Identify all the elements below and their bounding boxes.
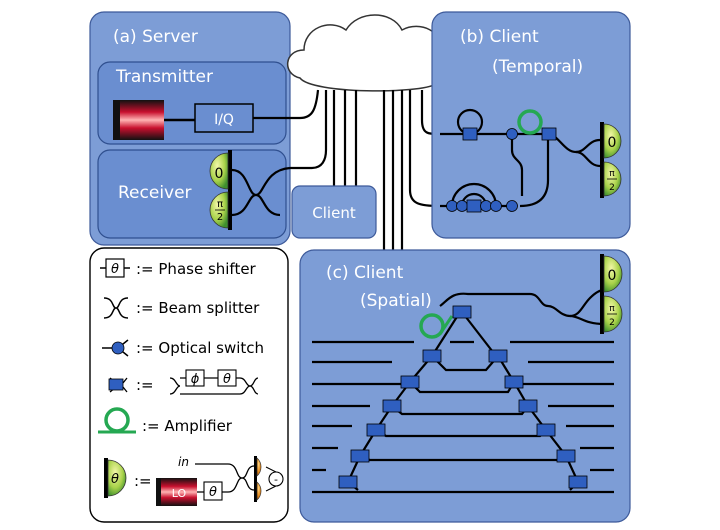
client-b-label: (b) Client — [460, 27, 539, 47]
client-b-detector-0: 0 — [603, 123, 622, 159]
client-c-mzi — [350, 449, 370, 463]
receiver-detector-0: 0 — [209, 152, 229, 190]
client-b-switch — [480, 200, 492, 212]
svg-text:2: 2 — [609, 183, 615, 193]
cloud-wires — [253, 89, 441, 250]
receiver-panel: Receiver 0 π 2 — [97, 149, 291, 239]
iq-label: I/Q — [214, 112, 234, 128]
svg-text:θ: θ — [111, 262, 119, 277]
client-c-mzi — [400, 375, 420, 389]
client-c-mzi — [422, 349, 442, 363]
client-c-sublabel: (Spatial) — [360, 291, 432, 311]
client-c-mzi — [568, 475, 588, 489]
client-c-mzi — [518, 399, 538, 413]
legend-item-phase-shifter: θ := Phase shifter — [100, 258, 257, 278]
svg-text::=: := — [136, 376, 154, 394]
legend-item-amplifier: := Amplifier — [98, 407, 233, 435]
client-b-switch — [456, 200, 468, 212]
legend-item-optical-switch: := Optical switch — [102, 339, 264, 357]
client-c-mzi-nodes — [338, 305, 588, 489]
legend-item-mzi: := ϕ θ — [108, 369, 259, 395]
client-b-mzi — [462, 127, 478, 141]
client-b-mzi — [541, 127, 557, 141]
svg-text:π: π — [217, 199, 223, 210]
client-b-switch — [506, 128, 518, 140]
client-c-mzi — [338, 475, 358, 489]
legend-label-beam-splitter: := Beam splitter — [136, 299, 260, 317]
client-b-switch — [490, 200, 502, 212]
client-c-mzi — [452, 305, 472, 319]
client-c-amplifier — [419, 313, 445, 339]
client-temporal-panel: (b) Client (Temporal) — [431, 11, 631, 239]
receiver-label: Receiver — [118, 183, 192, 203]
legend-item-homodyne: θ := in LO θ - — [104, 455, 284, 506]
client-c-mzi — [382, 399, 402, 413]
client-b-switch — [446, 200, 458, 212]
svg-text:θ: θ — [111, 472, 119, 487]
client-b-sublabel: (Temporal) — [492, 57, 583, 77]
legend-panel: θ := Phase shifter := Beam splitter := O… — [89, 247, 289, 523]
svg-text:π: π — [609, 169, 615, 179]
legend-label-optical-switch: := Optical switch — [136, 339, 264, 357]
receiver-detector-pi2: π 2 — [209, 191, 229, 229]
client-spatial-panel: (c) Client (Spatial) — [299, 249, 631, 523]
svg-text:θ: θ — [209, 485, 217, 500]
svg-text:-: - — [274, 473, 278, 486]
client-b-amplifier — [517, 109, 543, 135]
server-panel: (a) Server Transmitter I/Q Receiver 0 — [89, 11, 291, 246]
svg-text:π: π — [609, 304, 615, 314]
legend-label-phase-shifter: := Phase shifter — [136, 260, 257, 278]
cloud — [287, 14, 452, 92]
svg-text:LO: LO — [172, 487, 187, 500]
svg-text:0: 0 — [608, 268, 617, 284]
client-b-mzi — [466, 199, 482, 213]
client-c-mzi — [504, 375, 524, 389]
svg-text::=: := — [134, 472, 152, 490]
client-b-detector-pi2: π 2 — [603, 161, 622, 197]
client-c-mzi — [536, 423, 556, 437]
client-b-switch — [506, 200, 518, 212]
client-box: Client — [291, 185, 377, 239]
svg-text:2: 2 — [609, 318, 615, 328]
client-c-mzi — [488, 349, 508, 363]
svg-text:in: in — [178, 455, 189, 469]
svg-text:0: 0 — [608, 135, 617, 151]
laser-source — [113, 100, 164, 140]
server-label: (a) Server — [113, 27, 198, 47]
legend-label-amplifier: := Amplifier — [142, 417, 233, 435]
client-c-label: (c) Client — [326, 263, 404, 283]
svg-text:ϕ: ϕ — [191, 372, 200, 387]
transmitter-panel: Transmitter I/Q — [97, 61, 287, 145]
svg-text:2: 2 — [217, 212, 223, 223]
client-c-mzi — [556, 449, 576, 463]
receiver-beam-splitter — [231, 166, 291, 217]
client-c-detector-0: 0 — [603, 255, 623, 293]
client-c-detector-pi2: π 2 — [603, 295, 623, 333]
transmitter-label: Transmitter — [115, 67, 213, 87]
svg-text:θ: θ — [223, 372, 231, 387]
iq-modulator — [194, 103, 254, 133]
client-c-mzi — [366, 423, 386, 437]
svg-text:0: 0 — [215, 166, 224, 182]
client-box-label: Client — [312, 204, 356, 222]
legend-item-beam-splitter: := Beam splitter — [103, 297, 260, 319]
